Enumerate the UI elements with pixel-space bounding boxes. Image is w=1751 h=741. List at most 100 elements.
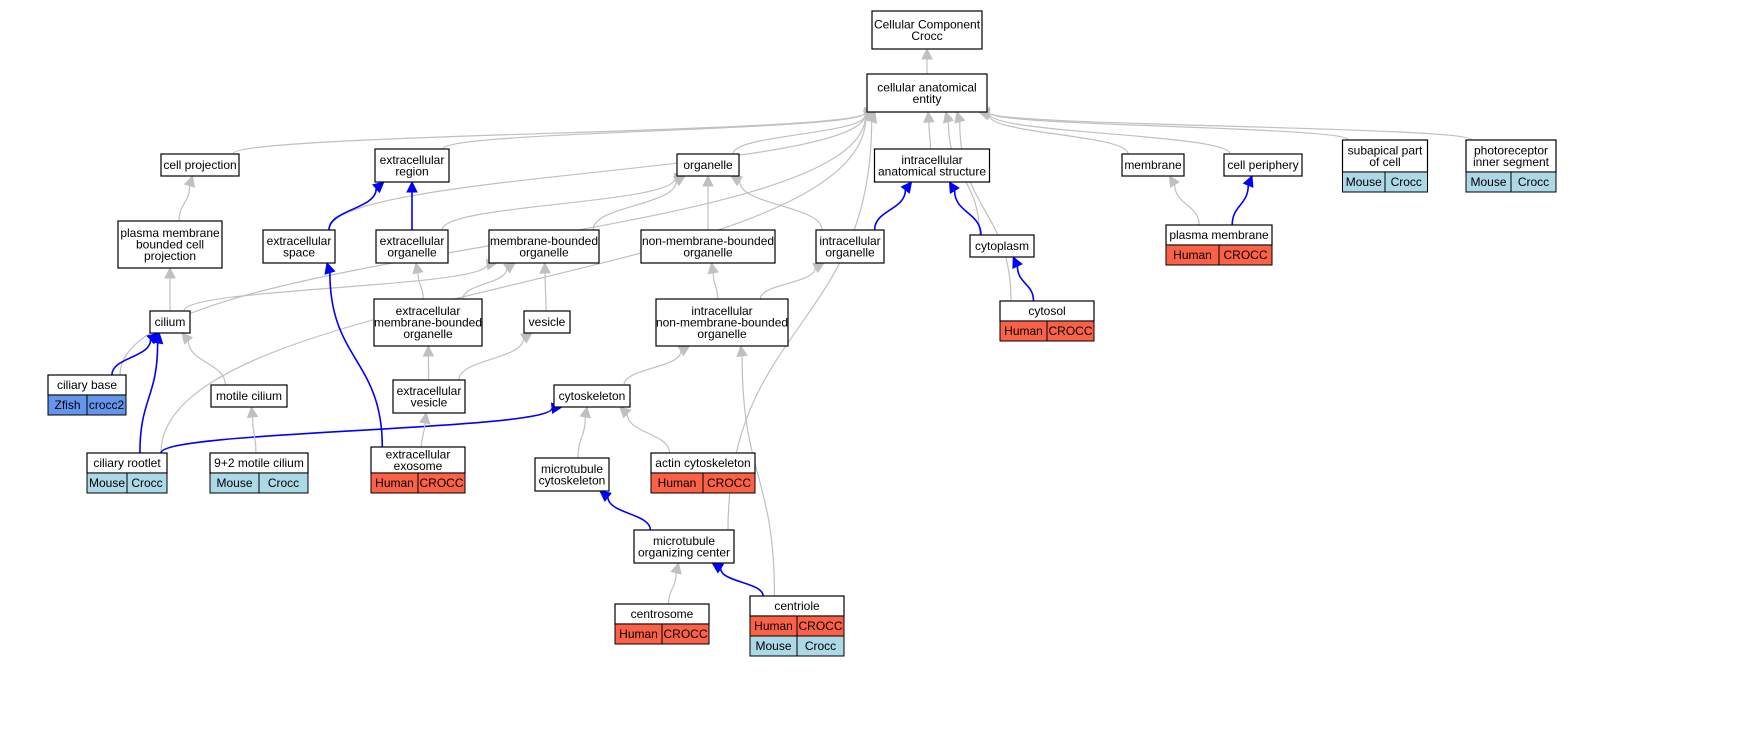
node-organelle[interactable]: organelle — [676, 153, 740, 177]
node-label: region — [395, 164, 428, 178]
species-label: Human — [754, 619, 793, 633]
node-label: cell periphery — [1227, 158, 1298, 172]
node-label: inner segment — [1473, 155, 1550, 169]
node-box — [373, 298, 483, 347]
edge-vesicle-to-mbo — [539, 261, 551, 312]
node-box — [160, 153, 240, 177]
node-vesicle[interactable]: vesicle — [523, 310, 571, 334]
node-label: entity — [913, 92, 942, 106]
node-label: plasma membrane — [1169, 228, 1269, 242]
edge-line — [328, 188, 378, 231]
node-membrane[interactable]: membrane — [1121, 153, 1185, 177]
node-label: microtubule — [653, 534, 715, 548]
edge-inmbo-to-intorg — [759, 262, 825, 300]
edge-mtcyto-to-cytoskel — [577, 405, 591, 459]
edge-line — [187, 340, 226, 386]
gene-label: crocc2 — [89, 398, 125, 412]
node-cellproj[interactable]: cell projection — [160, 153, 240, 177]
edge-plasmamem-to-cellper — [1231, 174, 1254, 226]
node-inmbo[interactable]: intracellularnon-membrane-boundedorganel… — [655, 298, 789, 347]
node-box — [1341, 139, 1429, 173]
edge-cilroot-to-cytoskel — [160, 402, 564, 454]
node-box — [1223, 153, 1303, 177]
edge-exves-to-exmbo — [422, 344, 435, 381]
gene-cell — [1218, 244, 1273, 266]
edge-line — [111, 339, 152, 376]
node-label: motile cilium — [216, 389, 282, 403]
edge-line — [928, 121, 932, 150]
node-label: non-membrane-bounded — [642, 234, 774, 248]
edge-line — [953, 190, 982, 236]
node-label: extracellular — [386, 447, 451, 461]
node-label: intracellular — [819, 234, 880, 248]
node-label: anatomical structure — [878, 164, 986, 178]
node-box — [969, 234, 1035, 258]
edge-line — [160, 116, 867, 454]
edge-line — [988, 114, 1129, 155]
gene-cell — [417, 472, 466, 494]
species-label: Human — [658, 476, 697, 490]
node-cytoskel[interactable]: cytoskeleton — [553, 384, 631, 408]
species-label: Human — [1004, 324, 1043, 338]
node-cellper[interactable]: cell periphery — [1223, 153, 1303, 177]
node-motile[interactable]: motile cilium — [210, 384, 288, 408]
edge-arrowhead — [183, 174, 196, 188]
edge-exorg-to-exreg — [406, 180, 418, 230]
edge-line — [462, 268, 508, 300]
gene-label: Crocc — [1391, 175, 1422, 189]
edge-line — [607, 496, 652, 531]
edge-centrosome-to-mtoc — [668, 561, 682, 605]
node-label: actin cytoskeleton — [655, 456, 750, 470]
node-box — [553, 384, 631, 408]
edge-line — [183, 264, 488, 312]
node-box — [1465, 139, 1557, 173]
gene-label: Crocc — [268, 476, 299, 490]
node-box — [1121, 153, 1185, 177]
edge-line — [741, 355, 776, 597]
node-box — [262, 229, 336, 264]
node-box — [871, 10, 983, 50]
gene-label: CROCC — [799, 619, 843, 633]
node-label: extracellular — [267, 234, 332, 248]
edge-pmbcp-to-cellproj — [178, 174, 196, 222]
node-cytoplasm[interactable]: cytoplasm — [969, 234, 1035, 258]
node-label: exosome — [394, 459, 443, 473]
gene-cell — [1384, 171, 1428, 193]
edge-line — [251, 416, 257, 454]
gene-cell — [258, 472, 309, 494]
node-label: centriole — [774, 599, 820, 613]
edge-arrowhead — [503, 262, 516, 274]
edge-actin-to-cytoskel — [618, 406, 671, 454]
gene-label: CROCC — [707, 476, 751, 490]
node-cilium[interactable]: cilium — [149, 310, 191, 334]
edge-arrowhead — [866, 110, 877, 124]
node-label: extracellular — [380, 234, 445, 248]
node-label: space — [283, 245, 315, 259]
edge-arrowhead — [181, 332, 194, 345]
